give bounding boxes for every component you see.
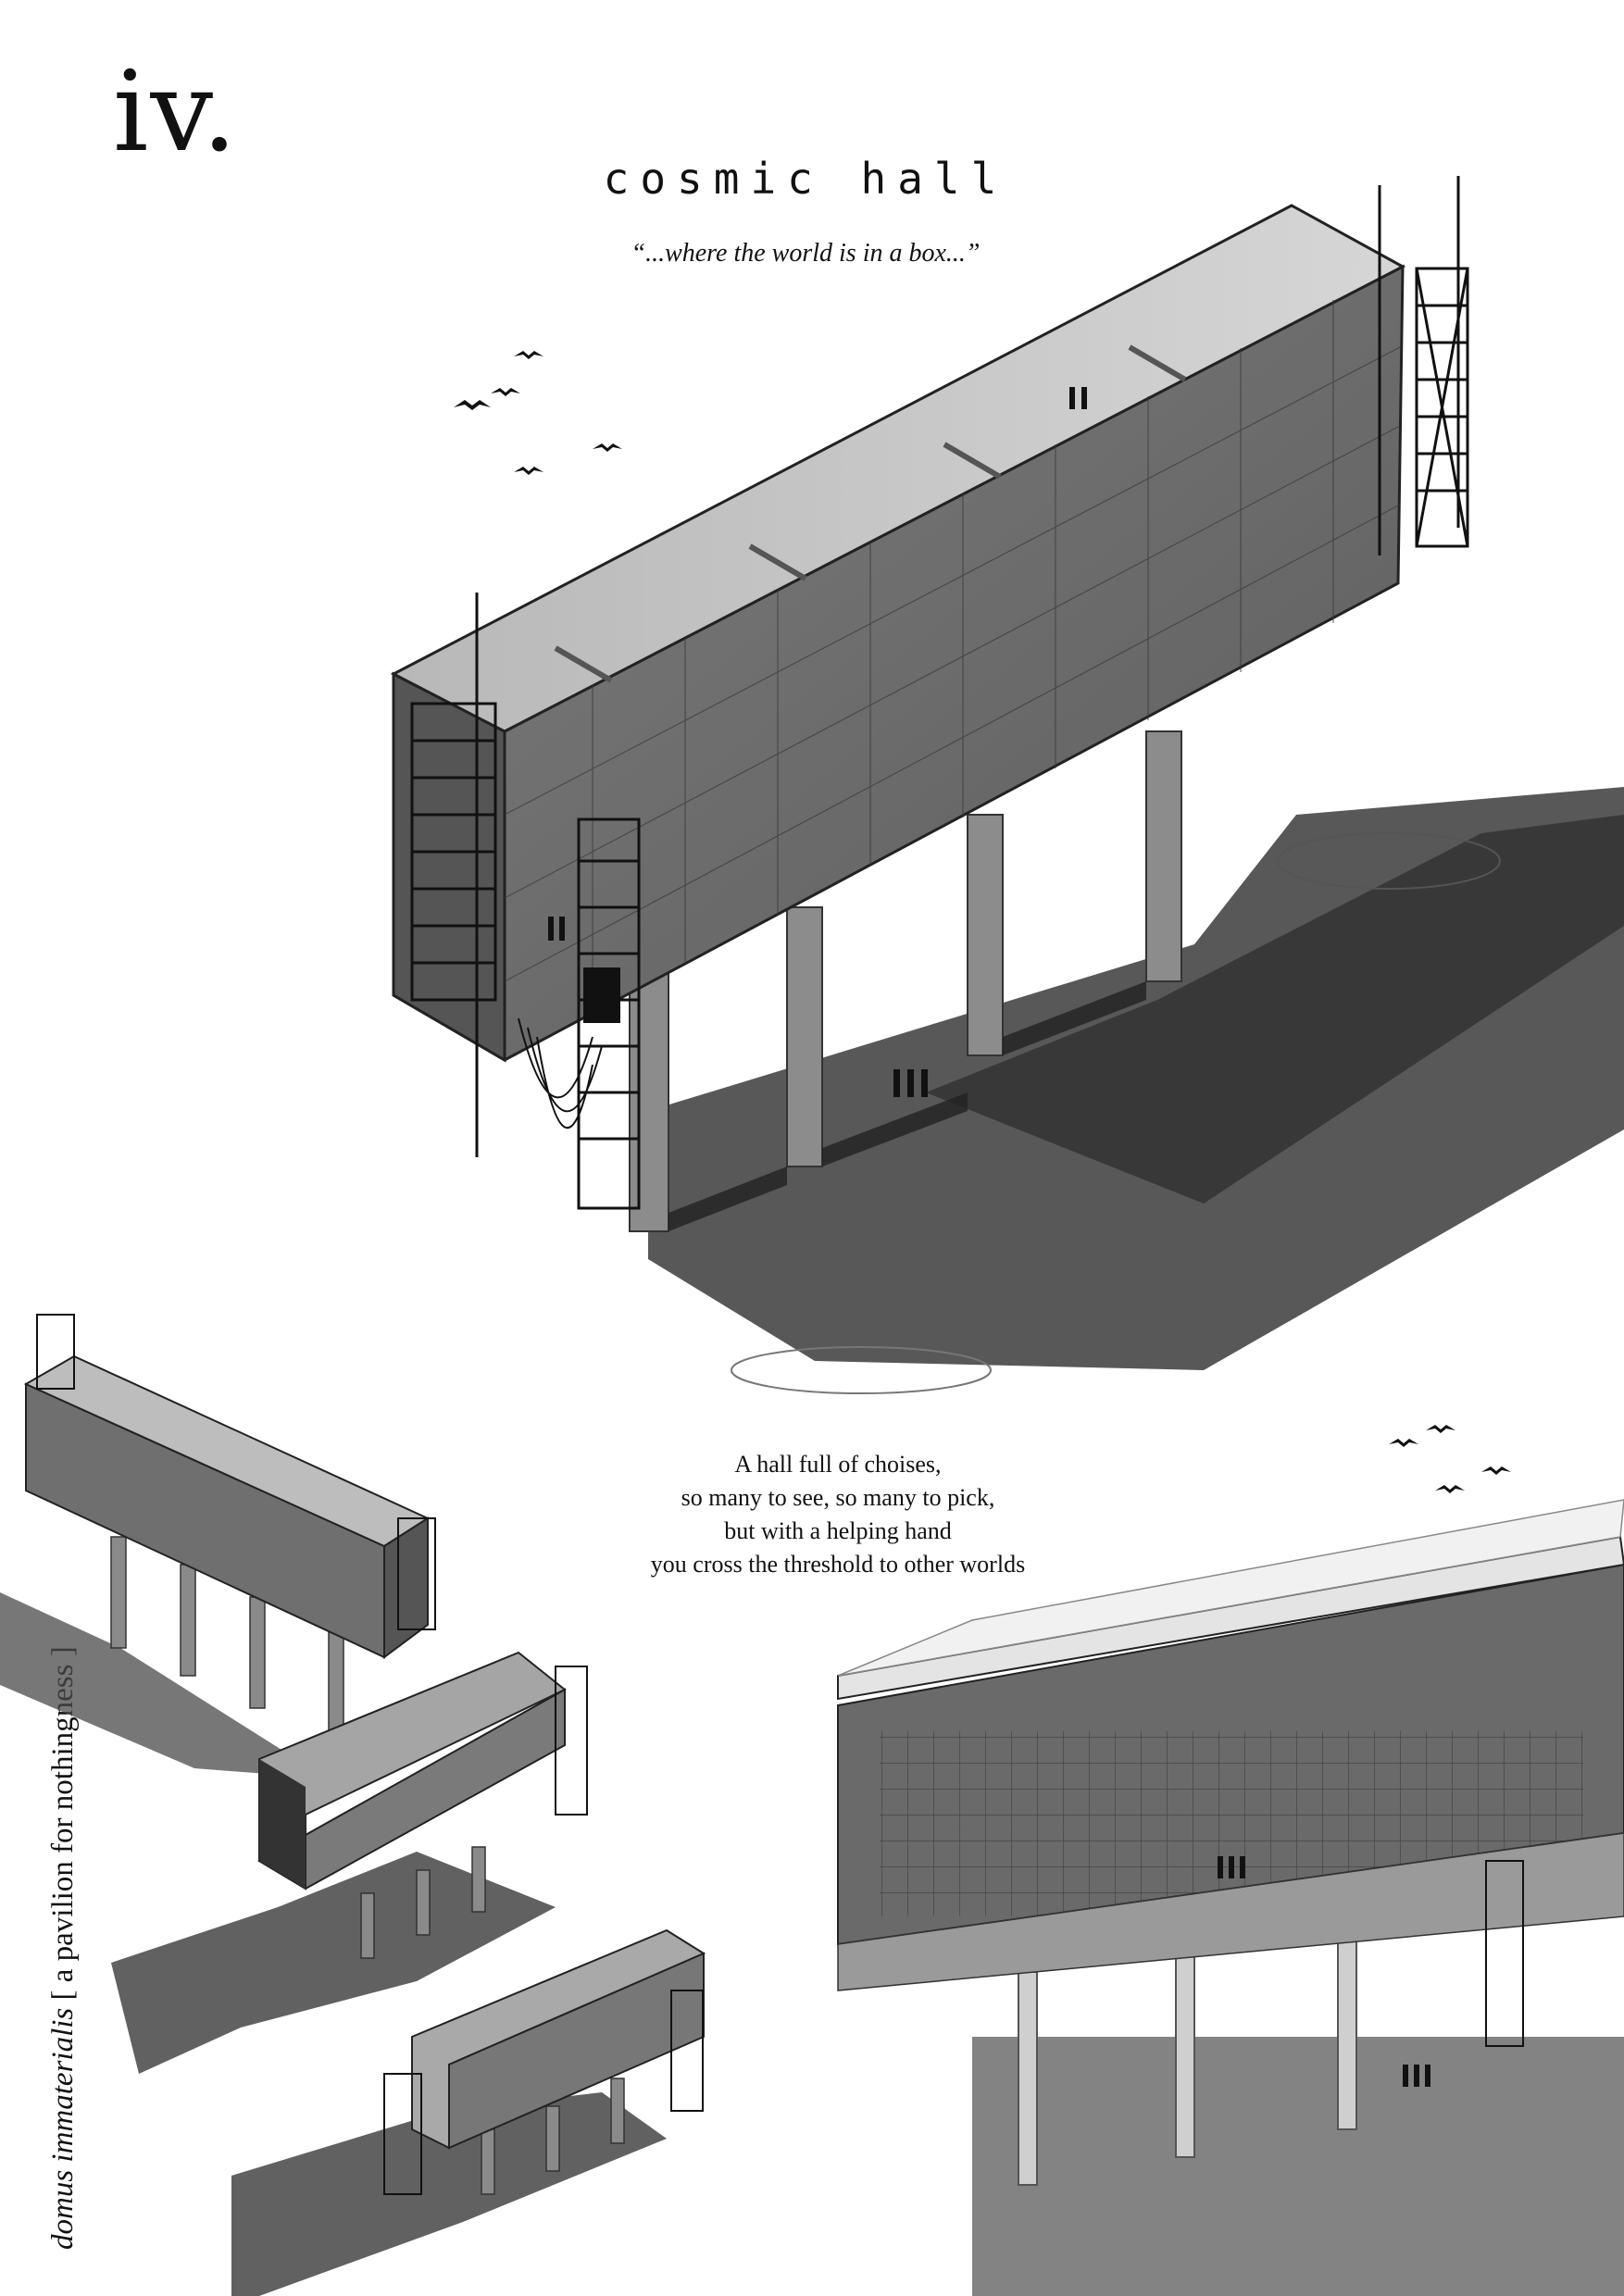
poem-line: but with a helping hand <box>724 1517 952 1544</box>
elevator-cabin <box>583 967 620 1023</box>
quote-subtitle: “...where the world is in a box...” <box>631 239 981 268</box>
section-numeral: iv. <box>113 48 240 177</box>
page-title: cosmic hall <box>603 154 1008 204</box>
poem-line: you cross the threshold to other worlds <box>650 1551 1026 1578</box>
small-hall-illustration-3 <box>231 1928 706 2296</box>
poem-line: so many to see, so many to pick, <box>681 1484 995 1511</box>
people-silhouettes <box>548 387 1087 1097</box>
poem-text: A hall full of choises, so many to see, … <box>556 1448 1120 1581</box>
birds-right <box>1389 1425 1511 1493</box>
hall-end-face <box>392 671 506 1063</box>
interior-perspective-illustration <box>837 1425 1624 2296</box>
hall-roof <box>390 204 1406 733</box>
small-hall-illustration-2 <box>111 1651 588 2074</box>
birds-top <box>454 351 622 475</box>
poem-line: A hall full of choises, <box>734 1451 942 1478</box>
main-hall-illustration <box>390 176 1624 1394</box>
small-hall-illustration-1 <box>0 1314 436 1778</box>
